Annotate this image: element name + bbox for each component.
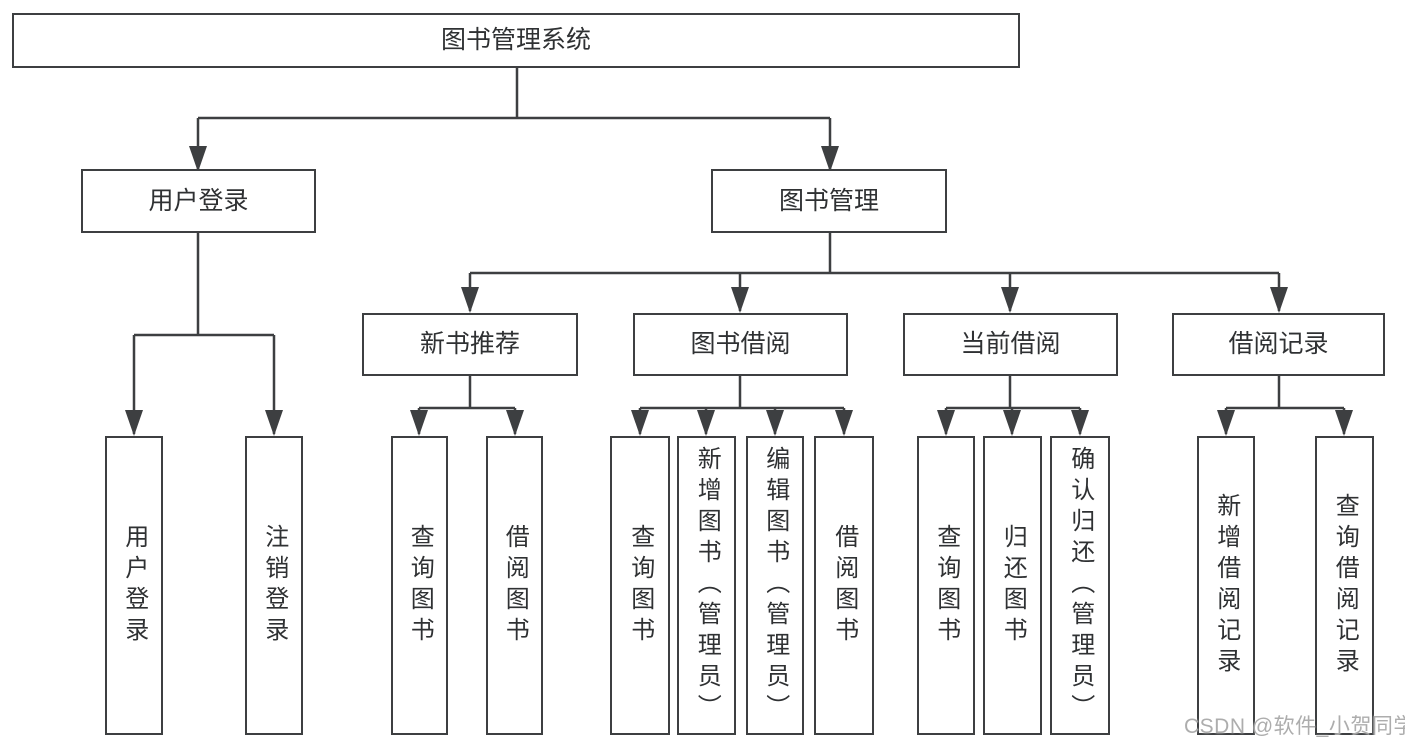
leaf-query-borrow-record: 查询借阅记录 xyxy=(1315,436,1374,735)
node-new-book-recommendation: 新书推荐 xyxy=(362,313,578,376)
leaf-edit-book-admin: 编辑图书（管理员） xyxy=(746,436,804,735)
csdn-watermark: CSDN @软件_小贺同学 xyxy=(1184,715,1405,738)
leaf-borrow-books-borrowing: 借阅图书 xyxy=(814,436,874,735)
leaf-add-borrow-record: 新增借阅记录 xyxy=(1197,436,1255,735)
leaf-add-book-admin: 新增图书（管理员） xyxy=(677,436,736,735)
tree-edges xyxy=(132,66,1346,434)
node-book-management: 图书管理 xyxy=(711,169,947,233)
node-borrowing-records: 借阅记录 xyxy=(1172,313,1385,376)
node-book-borrowing: 图书借阅 xyxy=(633,313,848,376)
node-library-management-system: 图书管理系统 xyxy=(12,13,1020,68)
leaf-borrow-books-recommend: 借阅图书 xyxy=(486,436,543,735)
leaf-query-books-borrowing: 查询图书 xyxy=(610,436,670,735)
leaf-query-books-recommend: 查询图书 xyxy=(391,436,448,735)
leaf-query-books-current: 查询图书 xyxy=(917,436,975,735)
node-current-borrowing: 当前借阅 xyxy=(903,313,1118,376)
leaf-confirm-return-admin: 确认归还（管理员） xyxy=(1050,436,1110,735)
leaf-logout: 注销登录 xyxy=(245,436,303,735)
leaf-return-books: 归还图书 xyxy=(983,436,1042,735)
node-user-login: 用户登录 xyxy=(81,169,316,233)
leaf-user-login: 用户登录 xyxy=(105,436,163,735)
arrowheads xyxy=(125,146,1353,436)
